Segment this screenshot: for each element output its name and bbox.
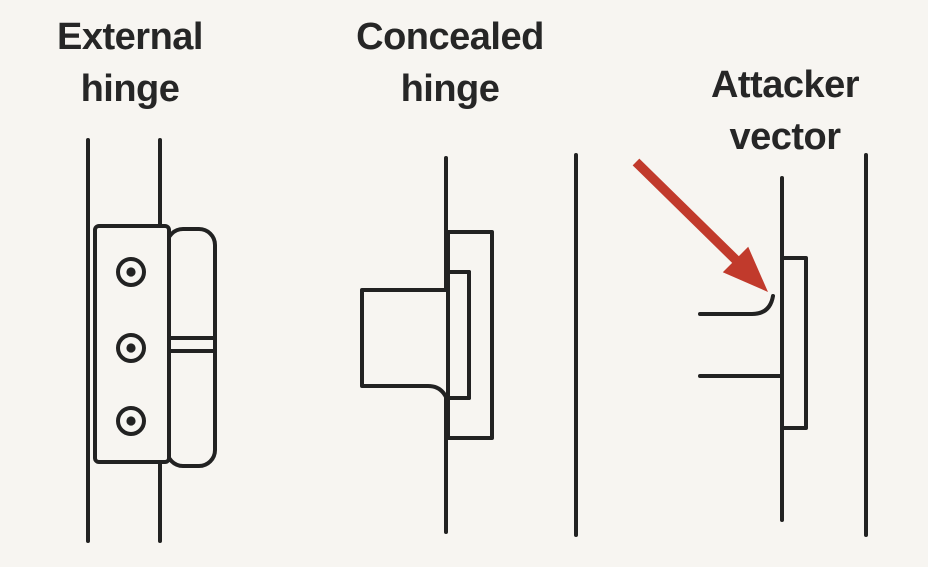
concealed-hinge-drawing [360, 153, 578, 537]
attack-arrow-shaft [632, 158, 741, 265]
hinge-barrel [165, 227, 217, 468]
screw-middle-dot [126, 343, 136, 353]
screw-bottom-dot [126, 416, 136, 426]
external-hinge-drawing [86, 138, 217, 543]
hinge-mounting-arm [360, 288, 452, 416]
panel-title-external-hinge: External hinge [57, 16, 203, 110]
panel-title-concealed-hinge: Concealed hinge [356, 16, 544, 110]
pried-door-lip-line [698, 294, 775, 316]
screw-top-dot [126, 267, 136, 277]
panel-title-attacker-vector: Attacker vector [710, 64, 860, 158]
attacker-vector-drawing [632, 153, 868, 537]
attack-arrow-head-icon [722, 246, 768, 292]
concealed-hinge-side-profile [780, 256, 808, 430]
